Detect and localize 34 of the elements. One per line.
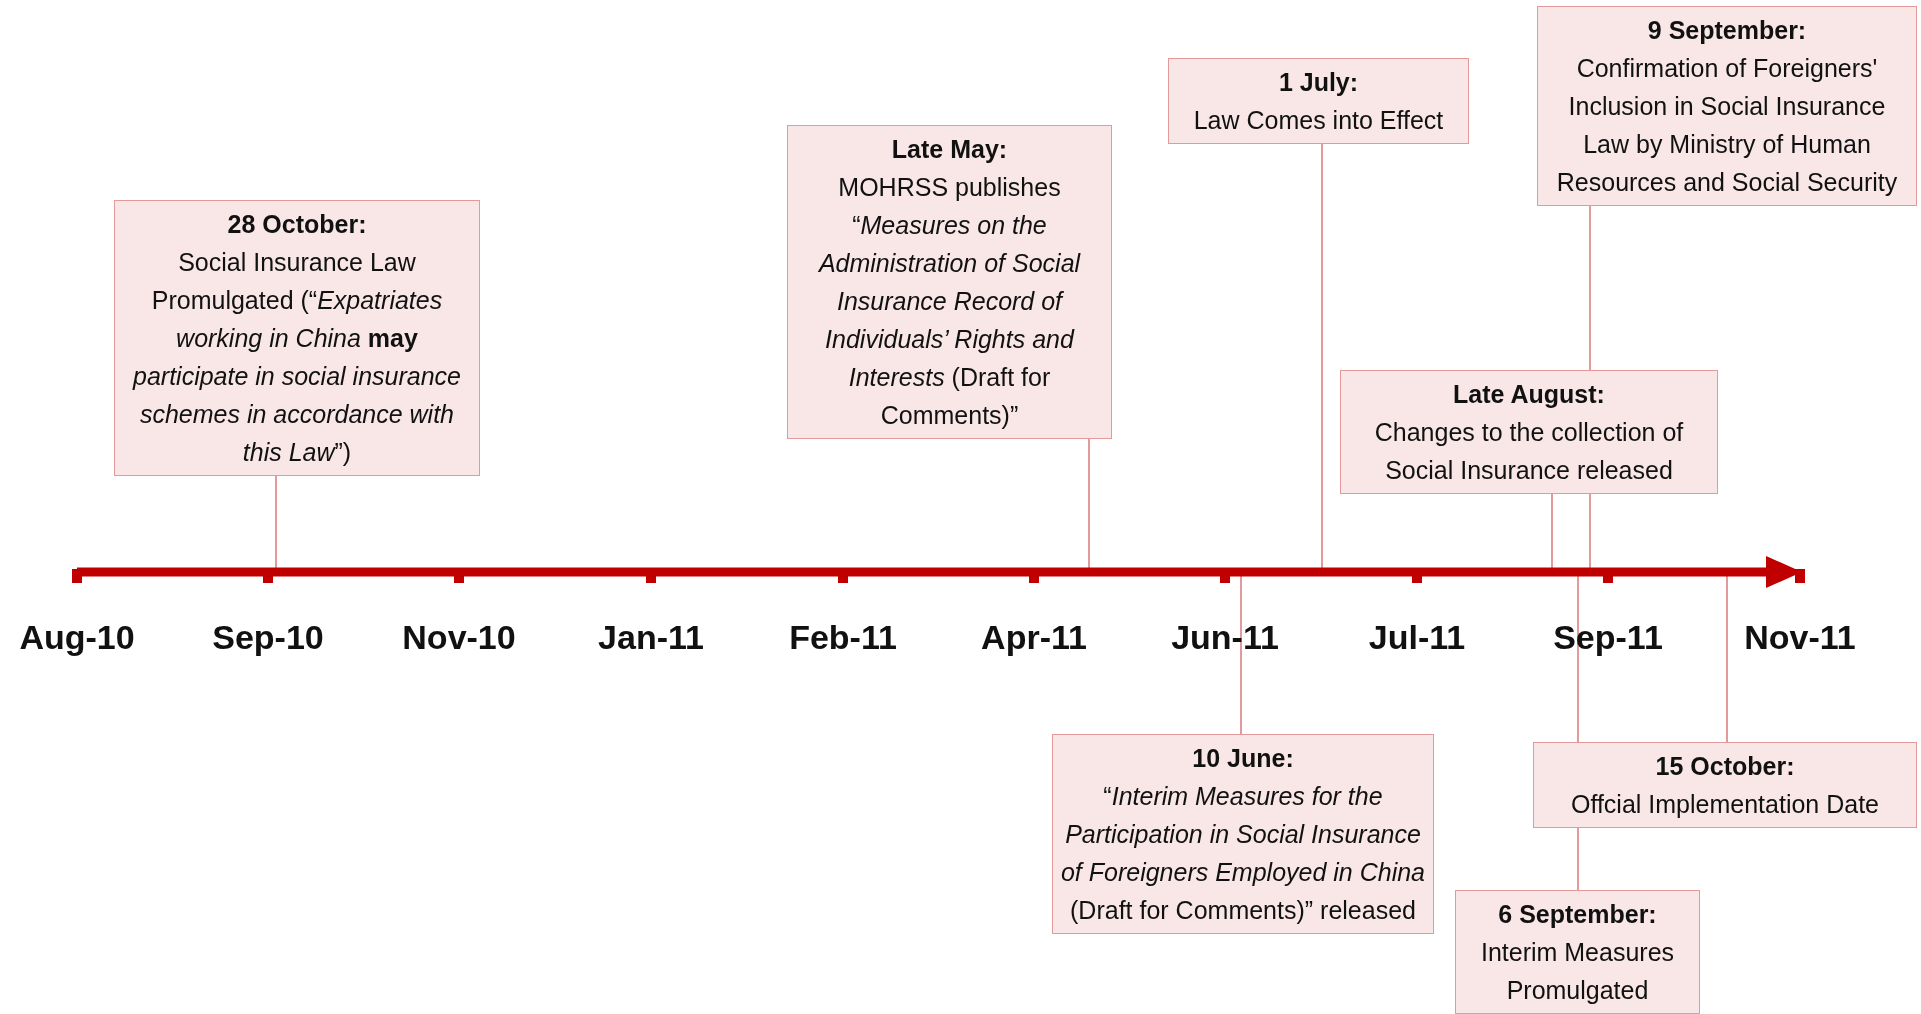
axis-label: Apr-11 [980, 618, 1088, 657]
axis-label: Feb-11 [788, 618, 898, 657]
event-description: Social Insurance Law Promulgated (“Expatriates working in China may participate in social insurance schemes in accordance with this Law”) [131, 247, 462, 468]
event-box [1537, 6, 1917, 206]
event-box [1340, 370, 1718, 494]
event-date: 9 September: [1646, 15, 1808, 46]
axis-label: Sep-10 [211, 618, 325, 657]
event-box [1168, 58, 1469, 144]
axis-label: Jan-11 [597, 618, 705, 657]
axis-label: Nov-10 [401, 618, 517, 657]
event-description: Changes to the collection of Social Insurance released [1373, 417, 1685, 486]
axis-label: Aug-10 [18, 618, 136, 657]
axis-label: Jun-11 [1170, 618, 1280, 657]
event-date: 28 October: [226, 209, 368, 240]
event-box [114, 200, 480, 476]
event-date: Late August: [1452, 379, 1606, 410]
event-date: 1 July: [1277, 67, 1360, 98]
event-description: Interim Measures Promulgated [1479, 937, 1676, 1006]
event-date: 6 September: [1497, 899, 1658, 930]
axis-label: Jul-11 [1367, 618, 1467, 657]
event-box [787, 125, 1112, 439]
axis-label: Nov-11 [1743, 618, 1857, 657]
event-description: “Interim Measures for the Participation in Social Insurance of Foreigners Employed in China (Draft for Comments)” released [1059, 781, 1427, 926]
event-box [1533, 742, 1917, 828]
event-date: Late May: [890, 134, 1009, 165]
axis-label: Sep-11 [1552, 618, 1664, 657]
event-box [1052, 734, 1434, 934]
event-date: 15 October: [1654, 751, 1796, 782]
event-box [1455, 890, 1700, 1014]
event-description: MOHRSS publishes “Measures on the Administration of Social Insurance Record of Individuals’ Rights and Interests (Draft for Comments)” [817, 172, 1082, 431]
event-description: Confirmation of Foreigners' Inclusion in Social Insurance Law by Ministry of Human Resources and Social Security [1555, 53, 1899, 198]
event-date: 10 June: [1191, 743, 1295, 774]
event-description: Law Comes into Effect [1192, 105, 1445, 136]
event-description: Offcial Implementation Date [1570, 789, 1880, 820]
